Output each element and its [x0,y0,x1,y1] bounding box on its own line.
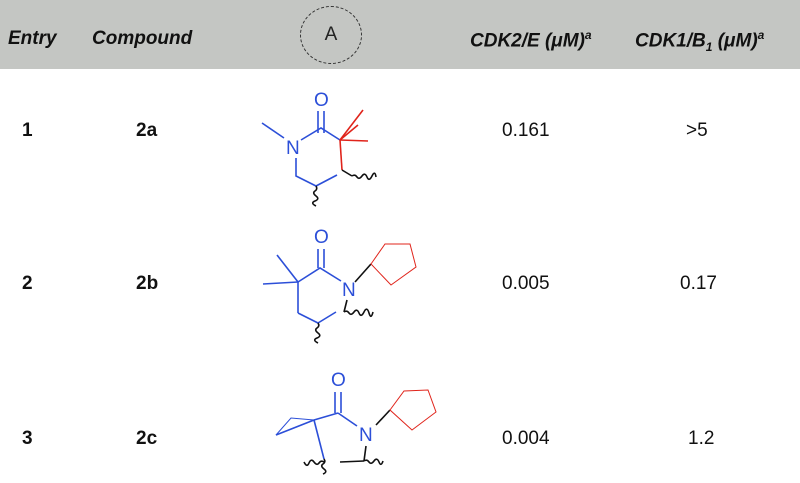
row-1-compound: 2a [136,120,158,141]
structure-2b: O N [262,227,417,344]
structure-2b-oxygen: O [314,227,329,248]
ring-a-marker: A [300,6,362,64]
row-1-entry: 1 [22,120,33,141]
header-cdk1-label: CDK1/B [635,30,706,52]
row-1-cdk1: >5 [686,120,708,141]
table-header: Entry Compound A CDK2/E (μM)a CDK1/B1 (μ… [0,0,800,69]
structure-2a-nitrogen: N [286,138,300,159]
structure-2b-nitrogen: N [342,280,356,301]
ring-a-label: A [324,24,338,45]
row-1-cdk2: 0.161 [502,120,550,141]
header-cdk2: CDK2/E (μM)a [470,28,592,52]
row-2-entry: 2 [22,273,33,294]
row-2-compound: 2b [136,273,159,294]
row-3-cdk1: 1.2 [688,428,715,449]
row-3-compound: 2c [136,428,158,449]
header-cdk1-unit: (μM) [712,30,758,52]
row-3-entry: 3 [22,428,33,449]
structure-2c-oxygen: O [331,370,346,391]
header-cdk1-footnote: a [757,28,765,42]
header-entry: Entry [8,28,57,49]
structure-2c: O N [275,370,437,475]
row-2-cdk2: 0.005 [502,273,550,294]
structure-2a: O N [261,90,377,207]
structure-2c-nitrogen: N [359,425,373,446]
header-compound: Compound [92,28,193,49]
header-cdk2-footnote: a [584,28,592,42]
row-2-cdk1: 0.17 [680,273,717,294]
header-cdk1-subscript: 1 [705,40,713,55]
header-cdk2-label: CDK2/E ( [470,30,552,52]
row-3-cdk2: 0.004 [502,428,550,449]
header-cdk1: CDK1/B1 (μM)a [635,28,764,54]
header-cdk2-unit: μM) [551,30,585,52]
structure-2a-oxygen: O [314,90,329,111]
